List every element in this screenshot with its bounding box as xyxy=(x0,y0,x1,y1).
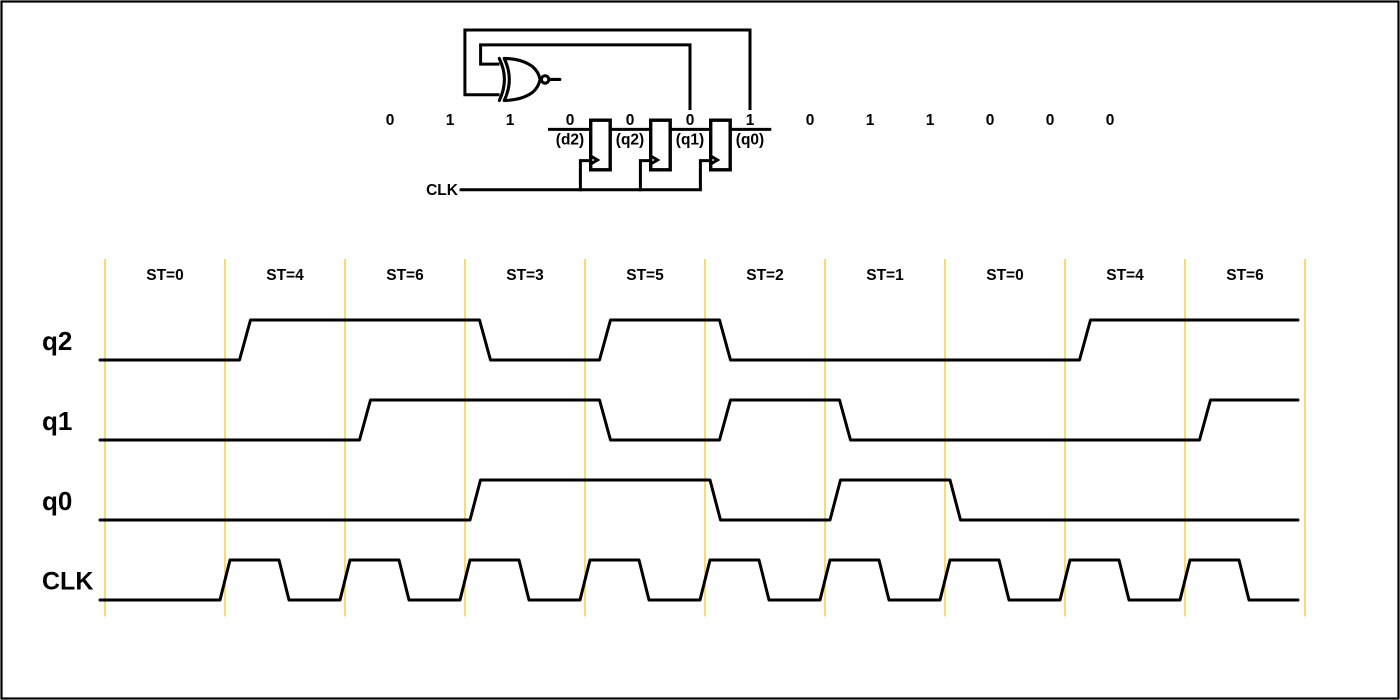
svg-text:0: 0 xyxy=(626,112,635,129)
svg-text:ST=6: ST=6 xyxy=(386,267,424,284)
svg-text:1: 1 xyxy=(926,112,935,129)
svg-text:0: 0 xyxy=(986,112,995,129)
svg-text:0: 0 xyxy=(386,112,395,129)
svg-text:0: 0 xyxy=(1106,112,1115,129)
svg-text:q0: q0 xyxy=(42,486,72,516)
svg-text:ST=2: ST=2 xyxy=(746,267,783,284)
svg-text:1: 1 xyxy=(446,112,455,129)
svg-text:ST=4: ST=4 xyxy=(1106,267,1144,284)
svg-text:0: 0 xyxy=(1046,112,1055,129)
svg-text:0: 0 xyxy=(806,112,815,129)
svg-text:0: 0 xyxy=(686,112,695,129)
svg-text:1: 1 xyxy=(506,112,515,129)
svg-text:ST=0: ST=0 xyxy=(146,267,183,284)
svg-text:ST=6: ST=6 xyxy=(1226,267,1264,284)
svg-text:CLK: CLK xyxy=(426,182,459,199)
svg-text:ST=0: ST=0 xyxy=(986,267,1023,284)
svg-text:ST=3: ST=3 xyxy=(506,267,544,284)
svg-text:(q2): (q2) xyxy=(616,132,644,149)
svg-text:ST=5: ST=5 xyxy=(626,267,664,284)
svg-text:(d2): (d2) xyxy=(556,132,584,149)
svg-text:q1: q1 xyxy=(42,406,72,436)
svg-text:q2: q2 xyxy=(42,326,72,356)
svg-text:CLK: CLK xyxy=(42,568,93,596)
svg-text:ST=4: ST=4 xyxy=(266,267,304,284)
svg-text:0: 0 xyxy=(566,112,575,129)
svg-text:1: 1 xyxy=(746,112,755,129)
svg-text:ST=1: ST=1 xyxy=(866,267,904,284)
svg-text:(q1): (q1) xyxy=(676,132,704,149)
svg-text:1: 1 xyxy=(866,112,875,129)
svg-text:(q0): (q0) xyxy=(736,132,764,149)
